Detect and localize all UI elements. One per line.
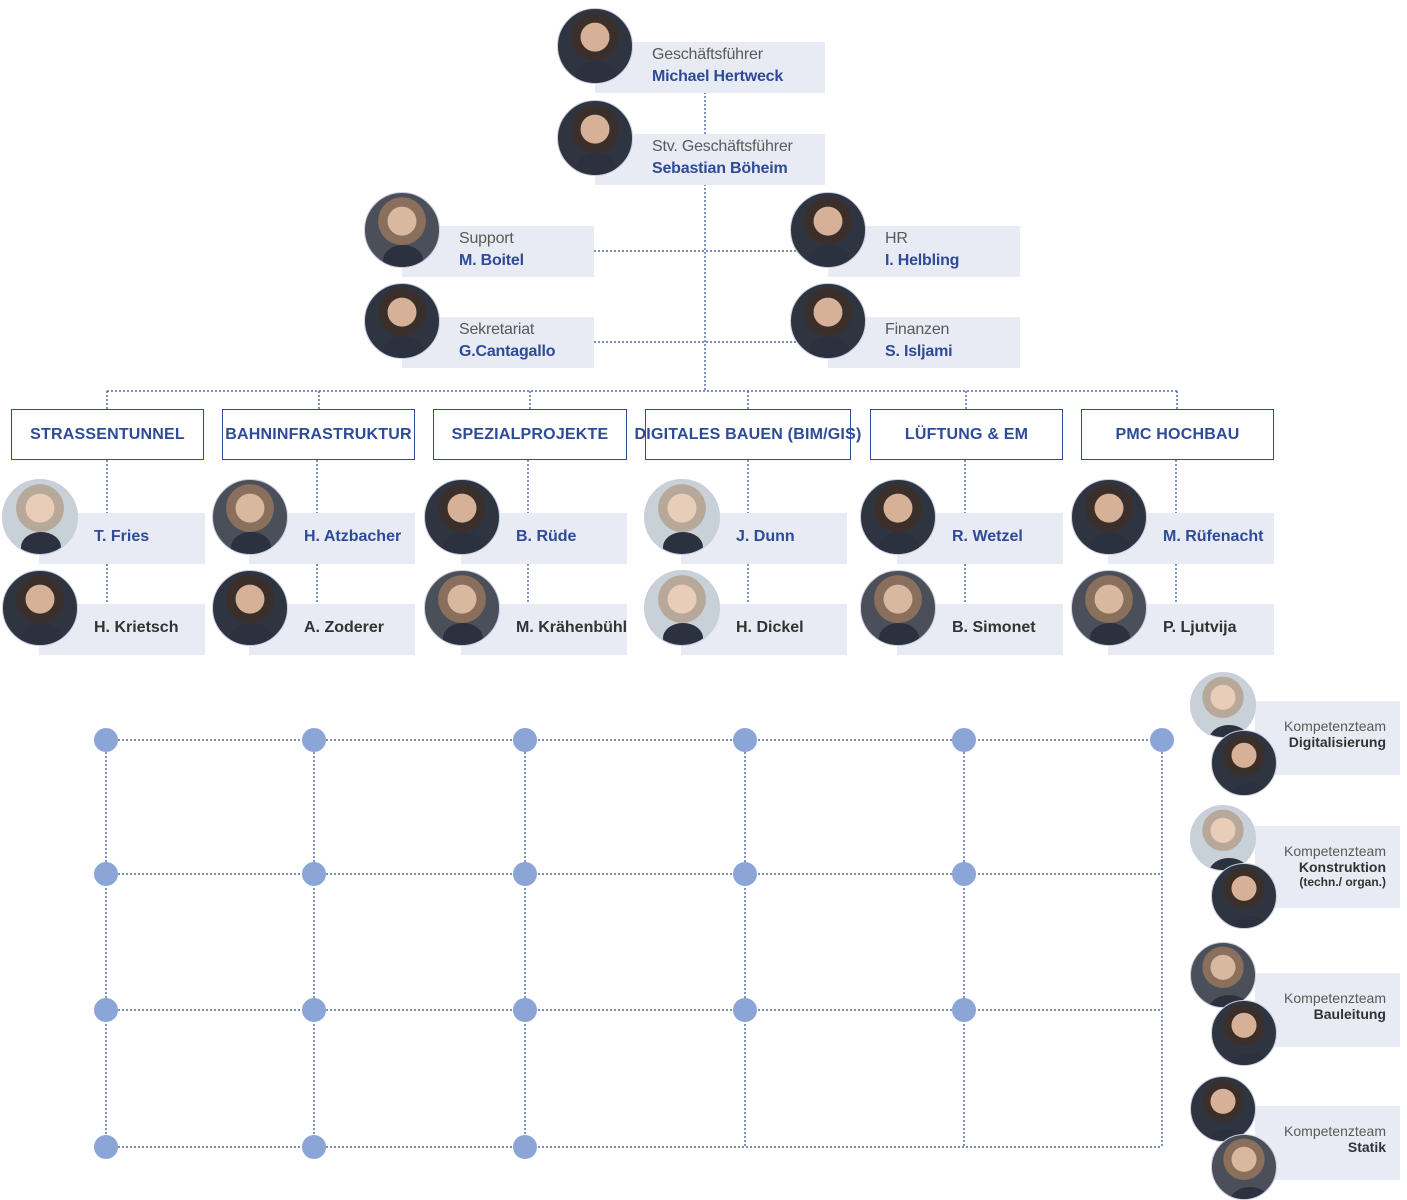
- dept-lead-name: H. Atzbacher: [304, 528, 402, 545]
- competence-team-note: (techn./ organ.): [1299, 875, 1386, 889]
- dept-spezialprojekte: SPEZIALPROJEKTE: [433, 409, 627, 460]
- matrix-dot: [513, 862, 537, 886]
- dept-deputy-name: H. Dickel: [736, 619, 804, 636]
- dept-deputy-avatar: [644, 570, 720, 646]
- matrix-dot: [302, 862, 326, 886]
- competence-team-name: Konstruktion: [1298, 859, 1386, 875]
- matrix-dot: [302, 1135, 326, 1159]
- matrix-dot: [513, 1135, 537, 1159]
- matrix-dot: [302, 998, 326, 1022]
- dept-deputy-name: M. Krähenbühl: [516, 619, 628, 636]
- competence-team-card: Kompetenzteam Statik: [1255, 1106, 1400, 1180]
- secretary-avatar: [364, 283, 440, 359]
- dept-deputy-name: A. Zoderer: [304, 619, 385, 636]
- competence-team-card: Kompetenzteam Digitalisierung: [1255, 701, 1400, 775]
- matrix-dot: [94, 998, 118, 1022]
- dept-deputy-name: B. Simonet: [952, 619, 1036, 636]
- dept-lead-avatar: [424, 479, 500, 555]
- matrix-dot: [733, 728, 757, 752]
- matrix-dot: [94, 1135, 118, 1159]
- support-card: Support M. Boitel: [402, 226, 594, 277]
- dept-lead-name: B. Rüde: [516, 528, 577, 545]
- competence-member-avatar: [1190, 805, 1256, 871]
- matrix-dot: [94, 728, 118, 752]
- matrix-dot: [733, 862, 757, 886]
- ceo-card: Geschäftsführer Michael Hertweck: [595, 42, 825, 93]
- dept-deputy-avatar: [424, 570, 500, 646]
- dept-deputy-name: H. Krietsch: [94, 619, 179, 636]
- competence-team-label: Kompetenzteam: [1284, 990, 1386, 1006]
- dept-lead-avatar: [2, 479, 78, 555]
- hr-name: I. Helbling: [885, 252, 960, 269]
- dept-strassentunnel: STRASSENTUNNEL: [11, 409, 204, 460]
- competence-team-name: Statik: [1347, 1139, 1386, 1155]
- competence-member-avatar: [1211, 1134, 1277, 1200]
- ceo-name: Michael Hertweck: [652, 68, 784, 85]
- support-name: M. Boitel: [459, 252, 524, 269]
- hr-card: HR I. Helbling: [828, 226, 1020, 277]
- dept-lead-name: M. Rüfenacht: [1163, 528, 1264, 545]
- deputy-avatar: [557, 100, 633, 176]
- competence-member-avatar: [1190, 1076, 1256, 1142]
- secretary-role: Sekretariat: [459, 321, 535, 338]
- dept-digitales-bauen: DIGITALES BAUEN (BIM/GIS): [635, 409, 861, 460]
- dept-lead-name: T. Fries: [94, 528, 150, 545]
- hr-role: HR: [885, 230, 908, 247]
- competence-member-avatar: [1211, 863, 1277, 929]
- ceo-role: Geschäftsführer: [652, 46, 763, 63]
- dept-lead-avatar: [1071, 479, 1147, 555]
- finance-role: Finanzen: [885, 321, 950, 338]
- competence-team-name: Bauleitung: [1313, 1006, 1386, 1022]
- dept-lead-name: J. Dunn: [736, 528, 795, 545]
- dept-pmc-hochbau: PMC HOCHBAU: [1081, 409, 1274, 460]
- competence-team-card: Kompetenzteam Konstruktion (techn./ orga…: [1255, 826, 1400, 908]
- dept-lead-avatar: [860, 479, 936, 555]
- competence-member-avatar: [1190, 942, 1256, 1008]
- matrix-dot: [952, 728, 976, 752]
- dept-bahninfrastruktur: BAHNINFRASTRUKTUR: [222, 409, 415, 460]
- competence-member-avatar: [1190, 672, 1256, 738]
- competence-team-card: Kompetenzteam Bauleitung: [1255, 973, 1400, 1047]
- competence-team-label: Kompetenzteam: [1284, 718, 1386, 734]
- dept-deputy-avatar: [2, 570, 78, 646]
- matrix-dot: [952, 862, 976, 886]
- deputy-card: Stv. Geschäftsführer Sebastian Böheim: [595, 134, 825, 185]
- dept-lead-name: R. Wetzel: [952, 528, 1023, 545]
- deputy-name: Sebastian Böheim: [652, 160, 788, 177]
- matrix-dot: [513, 728, 537, 752]
- dept-deputy-avatar: [860, 570, 936, 646]
- support-avatar: [364, 192, 440, 268]
- ceo-avatar: [557, 8, 633, 84]
- dept-lead-avatar: [212, 479, 288, 555]
- dept-deputy-avatar: [1071, 570, 1147, 646]
- deputy-role: Stv. Geschäftsführer: [652, 138, 793, 155]
- matrix-dot: [302, 728, 326, 752]
- dept-deputy-name: P. Ljutvija: [1163, 619, 1237, 636]
- dept-lueftung-em: LÜFTUNG & EM: [870, 409, 1063, 460]
- finance-avatar: [790, 283, 866, 359]
- competence-team-name: Digitalisierung: [1288, 734, 1386, 750]
- competence-member-avatar: [1211, 730, 1277, 796]
- finance-name: S. Isljami: [885, 343, 953, 360]
- matrix-dot: [1150, 728, 1174, 752]
- support-role: Support: [459, 230, 514, 247]
- matrix-dot: [952, 998, 976, 1022]
- competence-member-avatar: [1211, 1000, 1277, 1066]
- competence-team-label: Kompetenzteam: [1284, 1123, 1386, 1139]
- competence-team-label: Kompetenzteam: [1284, 843, 1386, 859]
- hr-avatar: [790, 192, 866, 268]
- matrix-dot: [513, 998, 537, 1022]
- dept-lead-avatar: [644, 479, 720, 555]
- matrix-dot: [733, 998, 757, 1022]
- matrix-dot: [94, 862, 118, 886]
- dept-deputy-avatar: [212, 570, 288, 646]
- secretary-name: G.Cantagallo: [459, 343, 556, 360]
